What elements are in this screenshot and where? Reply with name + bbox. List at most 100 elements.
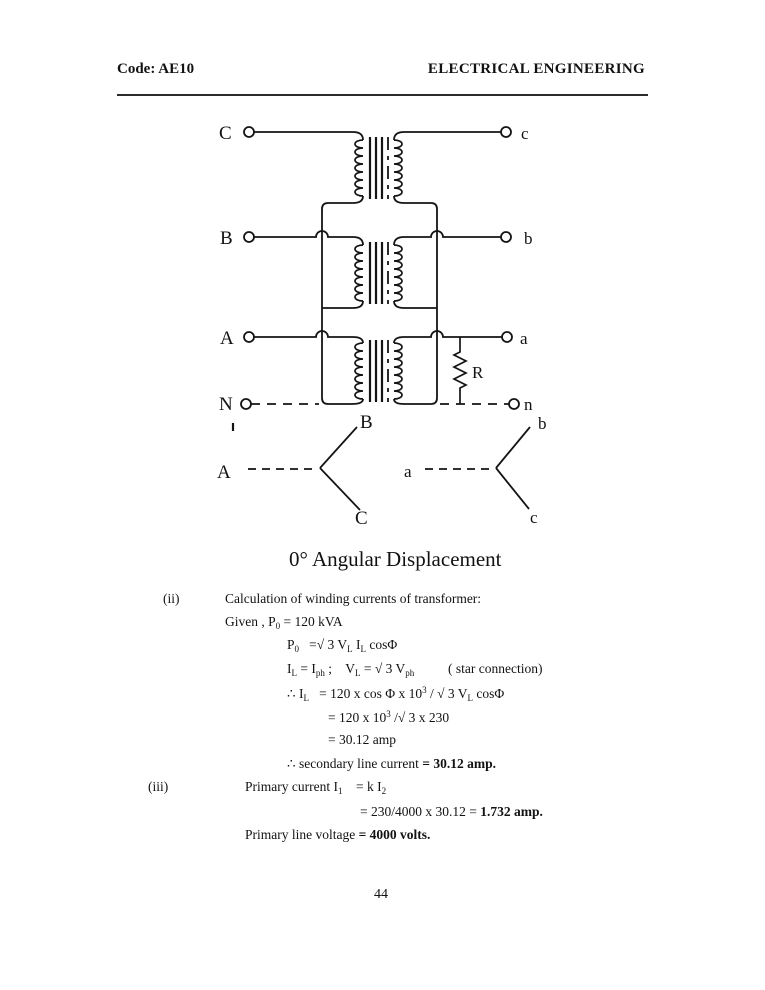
text-segment: = 120 x cos Φ x 10 <box>308 686 423 701</box>
solution-line-6: = 120 x 103 /√ 3 x 230 <box>328 709 449 726</box>
text-segment: ( star connection) <box>414 661 543 676</box>
text-segment: Calculation of winding currents of trans… <box>225 591 482 606</box>
text-segment: ∴ secondary line current <box>287 756 423 771</box>
item-iii-label: (iii) <box>148 779 169 794</box>
text-segment: 3 <box>386 709 391 719</box>
phasor-a-label: a <box>404 462 412 481</box>
text-segment: L <box>291 668 298 678</box>
terminal-b-circle <box>500 231 512 243</box>
text-segment: ∴ I <box>287 686 304 701</box>
text-segment: = 120 x 10 <box>328 710 387 725</box>
text-segment: ; V <box>324 661 355 676</box>
phasor-C-arm <box>319 467 361 511</box>
phase-line-C <box>254 131 364 141</box>
phasor-b-arm <box>495 426 531 469</box>
solution-line-7: = 30.12 amp <box>328 732 396 748</box>
text-segment: = 30.12 amp <box>328 732 396 747</box>
phase-line-A <box>254 330 364 344</box>
phasor-B-arm <box>319 426 358 469</box>
text-segment: = 4000 volts. <box>358 827 431 842</box>
text-segment: 1.732 amp. <box>480 804 543 819</box>
primary-neutral-bus <box>321 195 364 405</box>
text-segment: P <box>287 637 295 652</box>
text-segment: L <box>360 644 367 654</box>
text-segment: 2 <box>381 786 387 796</box>
solution-line-5: ∴ IL = 120 x cos Φ x 103 / √ 3 VL cosΦ <box>287 685 504 703</box>
terminal-N-label: N <box>219 394 233 415</box>
lead-line-a <box>393 330 502 344</box>
terminal-A-label: A <box>220 328 234 349</box>
phasor-A-label: A <box>217 462 231 483</box>
figure-caption: 0° Angular Displacement <box>289 547 502 571</box>
text-segment: 3 <box>422 685 427 695</box>
terminal-c-circle <box>500 126 512 138</box>
phasor-diagram-secondary <box>425 426 531 510</box>
solution-line-10: = 230/4000 x 30.12 = 1.732 amp. <box>360 804 543 820</box>
text-segment: = √ 3 V <box>360 661 406 676</box>
t1-secondary-winding <box>393 139 403 197</box>
t2-secondary-bottom-lead <box>393 300 437 309</box>
phasor-B-label: B <box>360 412 373 433</box>
solution-line-1: Calculation of winding currents of trans… <box>225 591 481 607</box>
t3-primary-winding <box>354 342 364 400</box>
header-title: ELECTRICAL ENGINEERING <box>427 61 645 77</box>
text-segment: cosΦ <box>366 637 398 652</box>
terminal-B-circle <box>243 231 255 243</box>
terminal-B-label: B <box>220 228 233 249</box>
t1-core-lines <box>368 137 384 199</box>
text-segment: /√ 3 x 230 <box>390 710 450 725</box>
t3-core-lines <box>368 340 384 402</box>
header-rule <box>117 94 648 96</box>
terminal-b-label: b <box>524 229 533 248</box>
t2-core-lines <box>368 242 384 304</box>
resistor-R <box>452 337 468 404</box>
terminal-n-circle <box>508 398 520 410</box>
terminal-a-label: a <box>520 329 528 348</box>
resistor-R-label: R <box>472 363 484 382</box>
secondary-neutral-bus <box>393 195 438 405</box>
lead-line-b <box>393 230 501 246</box>
terminal-C-label: C <box>219 123 232 144</box>
transformer-connection-diagram: C B A N c b a n R B A C b a c <box>217 123 547 529</box>
solution-line-9: Primary current I1 = k I2 <box>245 779 386 796</box>
solution-line-4: IL = Iph ; VL = √ 3 Vph ( star connectio… <box>287 661 543 678</box>
text-segment: 0 <box>275 621 281 631</box>
text-segment: I <box>352 637 361 652</box>
text-segment: = 30.12 amp. <box>422 756 496 771</box>
phasor-c-label: c <box>530 508 538 527</box>
text-segment: 0 <box>294 644 300 654</box>
phasor-b-label: b <box>538 414 547 433</box>
phasor-diagram-primary <box>248 426 361 511</box>
header-code: Code: AE10 <box>117 61 195 77</box>
text-segment: I <box>287 661 292 676</box>
t1-primary-winding <box>354 139 364 197</box>
phasor-C-label: C <box>355 508 368 529</box>
terminal-n-label: n <box>524 395 533 414</box>
text-segment: = I <box>297 661 316 676</box>
text-segment: = k I <box>342 779 382 794</box>
text-segment: L <box>355 668 361 678</box>
terminal-A-circle <box>243 331 255 343</box>
t2-primary-winding <box>354 244 364 302</box>
text-segment: ph <box>405 668 415 678</box>
terminal-C-circle <box>243 126 255 138</box>
t2-secondary-winding <box>393 244 403 302</box>
text-segment: =√ 3 V <box>299 637 348 652</box>
page-number: 44 <box>374 887 388 902</box>
phase-line-B <box>254 230 364 246</box>
phasor-c-arm <box>495 467 530 510</box>
text-segment: L <box>347 644 353 654</box>
terminal-c-label: c <box>521 124 529 143</box>
t3-secondary-winding <box>393 342 403 400</box>
solution-line-2: Given , P0 = 120 kVA <box>225 614 343 631</box>
solution-line-8: ∴ secondary line current = 30.12 amp. <box>287 756 496 772</box>
text-segment: ph <box>315 668 325 678</box>
solution-line-3: P0 =√ 3 VL IL cosΦ <box>287 637 397 654</box>
text-segment: L <box>467 693 474 703</box>
text-segment: = 230/4000 x 30.12 = <box>360 804 481 819</box>
item-ii-label: (ii) <box>163 591 180 606</box>
text-segment: Primary current I <box>245 779 338 794</box>
terminal-a-circle <box>501 331 513 343</box>
text-segment: cosΦ <box>473 686 505 701</box>
